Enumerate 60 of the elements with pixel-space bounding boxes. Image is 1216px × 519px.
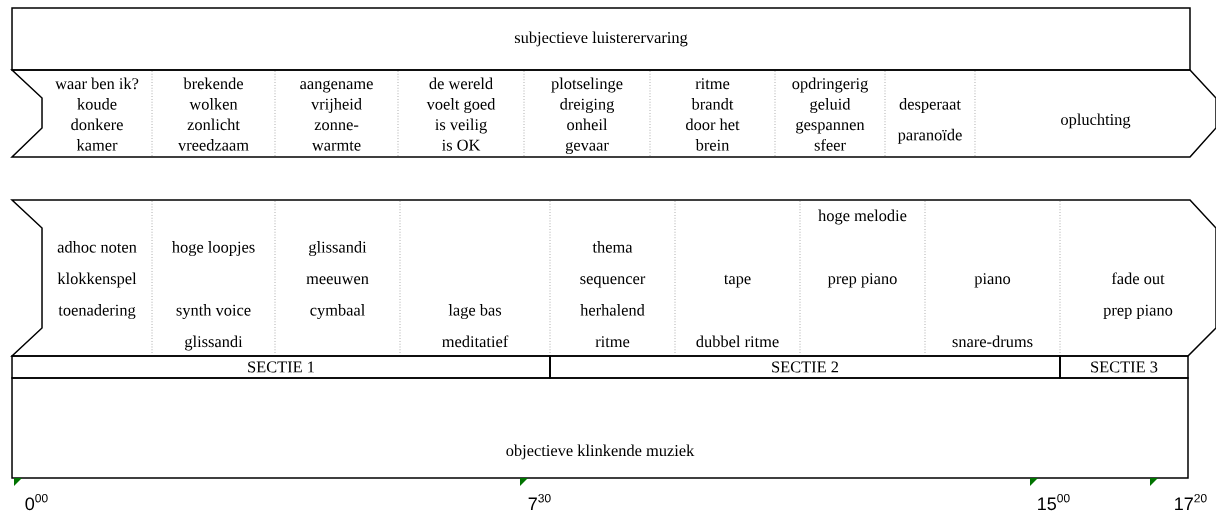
cell-text: cymbaal xyxy=(310,304,365,320)
cell-text: prep piano xyxy=(827,273,897,288)
cell-text: donkere xyxy=(71,118,123,131)
cell-text: ritme xyxy=(695,78,730,90)
cell-text: onheil xyxy=(567,118,608,131)
cell-text: hoge melodie xyxy=(818,209,907,225)
cell-text: prep piano xyxy=(1103,304,1173,319)
cell-text: geluid xyxy=(810,98,851,114)
time-label: 17$^{20}$ xyxy=(1175,493,1207,510)
cell-text: kamer xyxy=(76,139,118,151)
cell-text: is OK xyxy=(442,139,481,151)
cell-text: hoge loopjes xyxy=(172,241,255,257)
cell-text: glissandi xyxy=(185,335,243,351)
cell-text: opluchting xyxy=(1061,113,1131,129)
cell-text: meeuwen xyxy=(306,276,369,285)
cell-text: meditatief xyxy=(442,335,509,348)
cell-text: voelt goed xyxy=(426,98,496,114)
cell-text: herhalend xyxy=(580,304,645,316)
cell-text: zonne- xyxy=(314,122,359,131)
cell-text: glissandi xyxy=(309,241,367,257)
title-band: subjectieve luisterervaring xyxy=(11,7,1191,71)
music-band: objectieve klinkende muziek xyxy=(11,377,1189,479)
cell-text: de wereld xyxy=(429,77,493,90)
cell-text: sfeer xyxy=(814,138,846,151)
cell-text: aangename xyxy=(300,80,373,93)
section-cell: SECTIE 3 xyxy=(1059,355,1189,379)
cell-text: dreiging xyxy=(560,98,615,114)
cell-text: adhoc noten xyxy=(57,241,137,253)
cell-text: brein xyxy=(695,139,730,151)
cell-text: dubbel ritme xyxy=(696,335,779,348)
cell-text: thema xyxy=(592,241,633,253)
cell-text: is veilig xyxy=(435,118,487,134)
cell-text: vrijheid xyxy=(311,98,362,113)
cell-text: wolken xyxy=(189,98,238,110)
cell-text: zonlicht xyxy=(187,118,240,131)
cell-text: toenadering xyxy=(58,304,136,320)
cell-text: synth voice xyxy=(176,304,251,320)
cell-text: lage bas xyxy=(448,304,502,320)
cell-text: gevaar xyxy=(565,142,609,155)
cell-text: door het xyxy=(686,118,740,131)
cell-text: warmte xyxy=(311,141,361,151)
cell-text: fade out xyxy=(1111,272,1165,285)
cell-text: desperaat xyxy=(899,98,961,113)
section-cell: SECTIE 1 xyxy=(11,355,551,379)
section-cell: SECTIE 2 xyxy=(549,355,1061,379)
cell-text: koude xyxy=(77,98,117,110)
cell-text: piano xyxy=(974,273,1011,288)
cell-text: sequencer xyxy=(580,276,646,288)
cell-text: waar ben ik? xyxy=(55,77,139,90)
cell-text: brekende xyxy=(183,77,243,90)
cell-text: opdringerig xyxy=(792,77,868,93)
cell-text: brandt xyxy=(691,98,734,110)
cell-text: snare-drums xyxy=(952,335,1033,348)
cell-text: plotselinge xyxy=(551,77,623,93)
cell-text: paranoïde xyxy=(897,128,962,144)
cell-text: vreedzaam xyxy=(178,139,249,151)
cell-text: gespannen xyxy=(796,121,865,134)
cell-text: klokkenspel xyxy=(57,272,137,288)
cell-text: ritme xyxy=(595,336,630,348)
cell-text: tape xyxy=(724,274,751,288)
